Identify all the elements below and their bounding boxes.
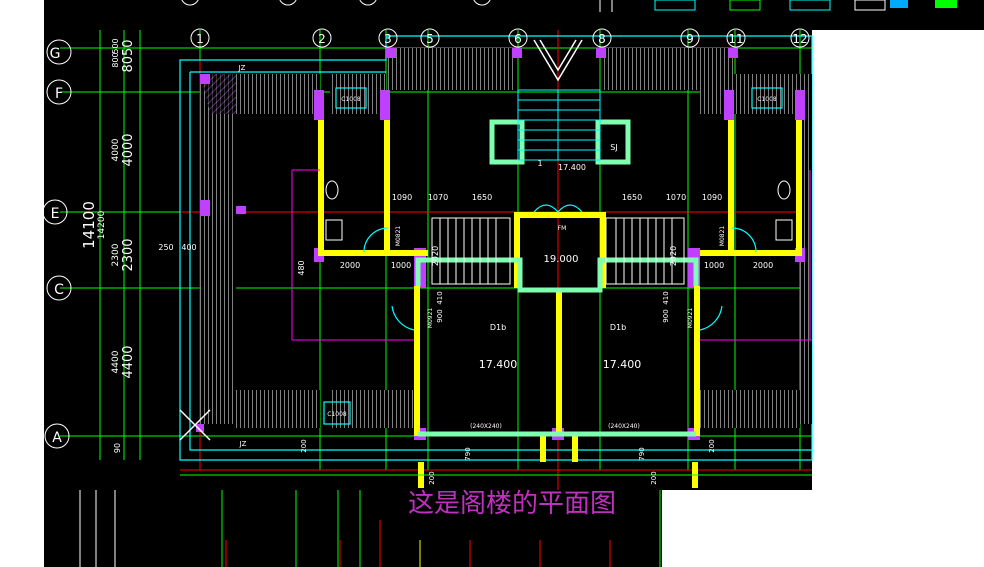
- dim-1650-right: 1650: [622, 193, 642, 202]
- dim-2020-left: 2020: [431, 246, 440, 266]
- dim-410-left: 410: [436, 291, 444, 304]
- row-label-f: F: [55, 86, 63, 102]
- dim-900-right: 900: [662, 309, 670, 322]
- label-jz-bottom: JZ: [239, 440, 247, 448]
- dim-900-left: 900: [436, 309, 444, 322]
- door-m0921-left: M0921: [427, 308, 434, 329]
- label-jz-top: JZ: [238, 64, 246, 72]
- stair-walls: [415, 119, 699, 437]
- text-layer: G F E C A 1 2 3 5 6 8 9 11 12 14100 1420…: [50, 32, 808, 519]
- lower-lines: [79, 474, 812, 567]
- window-c1008-right: C1008: [757, 96, 777, 103]
- dim-1000-left: 1000: [391, 261, 411, 270]
- dim-200-bottom-left: 200: [428, 471, 436, 484]
- door-m0821-left: M0821: [395, 226, 402, 247]
- col-label-2: 2: [318, 32, 326, 46]
- dim-790-right: 790: [638, 447, 646, 460]
- caption-text: 这是阁楼的平面图: [408, 489, 616, 519]
- magenta-lines: [291, 169, 812, 341]
- beam-left: (240X240): [470, 423, 502, 430]
- dim-seg-top-big: 8050: [121, 39, 136, 72]
- dim-seg-f-small: 4000: [111, 138, 121, 161]
- top-thumbnail-strip: [540, 0, 984, 12]
- dim-1090-left: 1090: [392, 193, 412, 202]
- dim-1000-right: 1000: [704, 261, 724, 270]
- roof-ridge: [179, 39, 583, 441]
- row-bubbles: [42, 39, 72, 449]
- dim-200-bottom-right: 200: [650, 471, 658, 484]
- elev-left: 17.400: [479, 358, 518, 371]
- label-sj: SJ: [610, 143, 617, 152]
- window-c1008-left: C1008: [341, 96, 361, 103]
- dim-seg-a-small: 4400: [111, 350, 121, 373]
- col-label-9: 9: [686, 32, 694, 46]
- column-bubbles: [190, 28, 810, 48]
- dim-250: 250: [158, 243, 173, 252]
- dim-2000-right: 2000: [753, 261, 773, 270]
- door-fm: FM: [558, 225, 567, 232]
- dim-410-right: 410: [662, 291, 670, 304]
- dim-2020-right: 2020: [669, 246, 678, 266]
- dim-200-left: 200: [300, 439, 308, 452]
- col-label-8: 8: [598, 32, 606, 46]
- row-label-e: E: [51, 206, 60, 222]
- stair-number: 1: [537, 159, 542, 168]
- dim-1090-right: 1090: [702, 193, 722, 202]
- dim-seg-bottom: 90: [113, 443, 122, 453]
- dim-790-left: 790: [464, 447, 472, 460]
- dim-total: 14100: [80, 201, 98, 249]
- dim-total-small: 14200: [97, 210, 107, 239]
- roof-hatch-left: [200, 48, 812, 428]
- elev-top: 17.400: [558, 163, 586, 172]
- dim-seg-top-small: 500: [111, 38, 120, 53]
- col-label-1: 1: [196, 32, 204, 46]
- top-grid-bubbles: [181, 0, 491, 6]
- dim-seg-f: 4000: [121, 133, 136, 166]
- dim-1070-left: 1070: [428, 193, 448, 202]
- left-dimension-lines: [99, 30, 141, 460]
- dim-1070-right: 1070: [666, 193, 686, 202]
- left-margin: [0, 0, 44, 567]
- dim-400: 400: [181, 243, 196, 252]
- room-tag-right: D1b: [610, 323, 626, 332]
- beam-right: (240X240): [608, 423, 640, 430]
- stair-left: [431, 217, 511, 285]
- dim-seg-a: 4400: [121, 345, 136, 378]
- elev-right: 17.400: [603, 358, 642, 371]
- stair-top: [517, 89, 601, 161]
- col-label-5: 5: [426, 32, 434, 46]
- row-label-c: C: [54, 282, 64, 298]
- col-label-3: 3: [384, 32, 392, 46]
- openings: [323, 87, 783, 425]
- building-outline: [179, 35, 813, 461]
- elev-center: 19.000: [544, 254, 579, 265]
- dim-seg-top: 800: [111, 52, 120, 67]
- dim-2000-left: 2000: [340, 261, 360, 270]
- window-c1008-bottom: C1008: [327, 411, 347, 418]
- row-label-g: G: [50, 46, 61, 62]
- door-m0921-right: M0921: [687, 308, 694, 329]
- dim-seg-e: 2300: [121, 238, 136, 271]
- row-label-a: A: [52, 430, 62, 446]
- dim-1650-left: 1650: [472, 193, 492, 202]
- door-m0821-right: M0821: [719, 226, 726, 247]
- interior-walls: [318, 120, 802, 488]
- room-tag-left: D1b: [490, 323, 506, 332]
- dim-seg-e-small: 2300: [111, 243, 121, 266]
- stair-right: [605, 217, 685, 285]
- dim-480: 480: [297, 260, 306, 275]
- col-label-11: 11: [728, 32, 743, 46]
- col-label-12: 12: [792, 32, 807, 46]
- dim-200-right: 200: [708, 439, 716, 452]
- fixtures: [325, 180, 793, 241]
- col-label-6: 6: [514, 32, 522, 46]
